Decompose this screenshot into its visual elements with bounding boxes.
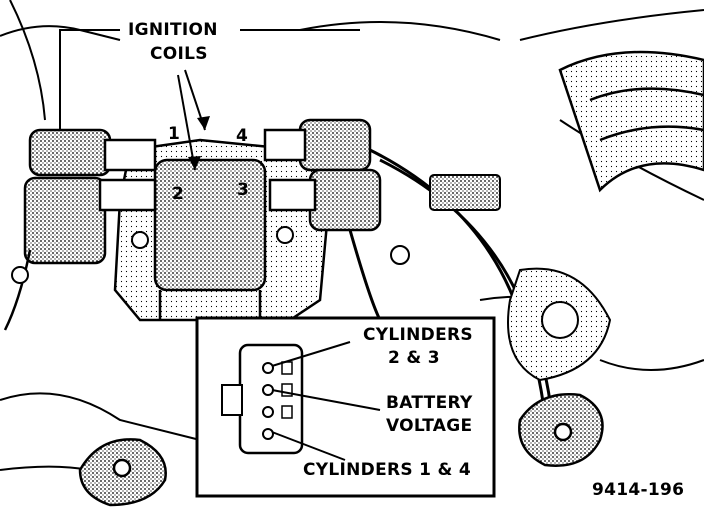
plug-boot-left <box>78 438 167 507</box>
cylinders-2-3-label-line2: 2 & 3 <box>388 348 440 368</box>
figure-id: 9414-196 <box>592 480 685 500</box>
plug-boot-right <box>518 393 604 467</box>
coil-number-2: 2 <box>172 184 184 204</box>
leader-lines <box>59 29 360 171</box>
ignition-coils-label-line1: IGNITION <box>128 20 218 40</box>
cylinders-1-4-label: CYLINDERS 1 & 4 <box>303 460 471 480</box>
connector-cluster <box>429 174 612 382</box>
mounting-bolts <box>11 226 410 284</box>
coil-number-4: 4 <box>236 126 248 146</box>
coil-number-3: 3 <box>237 180 249 200</box>
ignition-leader-left <box>59 29 120 130</box>
intake-hose <box>558 50 704 193</box>
engine-background <box>0 0 704 481</box>
arrowheads <box>188 116 210 170</box>
connector-inset <box>195 316 496 498</box>
cylinders-2-3-label-line1: CYLINDERS <box>363 325 473 345</box>
battery-voltage-label-line1: BATTERY <box>386 393 473 413</box>
coil-boots-left <box>3 128 157 331</box>
coil-number-1: 1 <box>168 124 180 144</box>
ignition-coils-label-line2: COILS <box>150 44 208 64</box>
coil-boots-right <box>263 118 382 232</box>
battery-voltage-label-line2: VOLTAGE <box>386 416 473 436</box>
ignition-arrow-2 <box>177 74 196 171</box>
